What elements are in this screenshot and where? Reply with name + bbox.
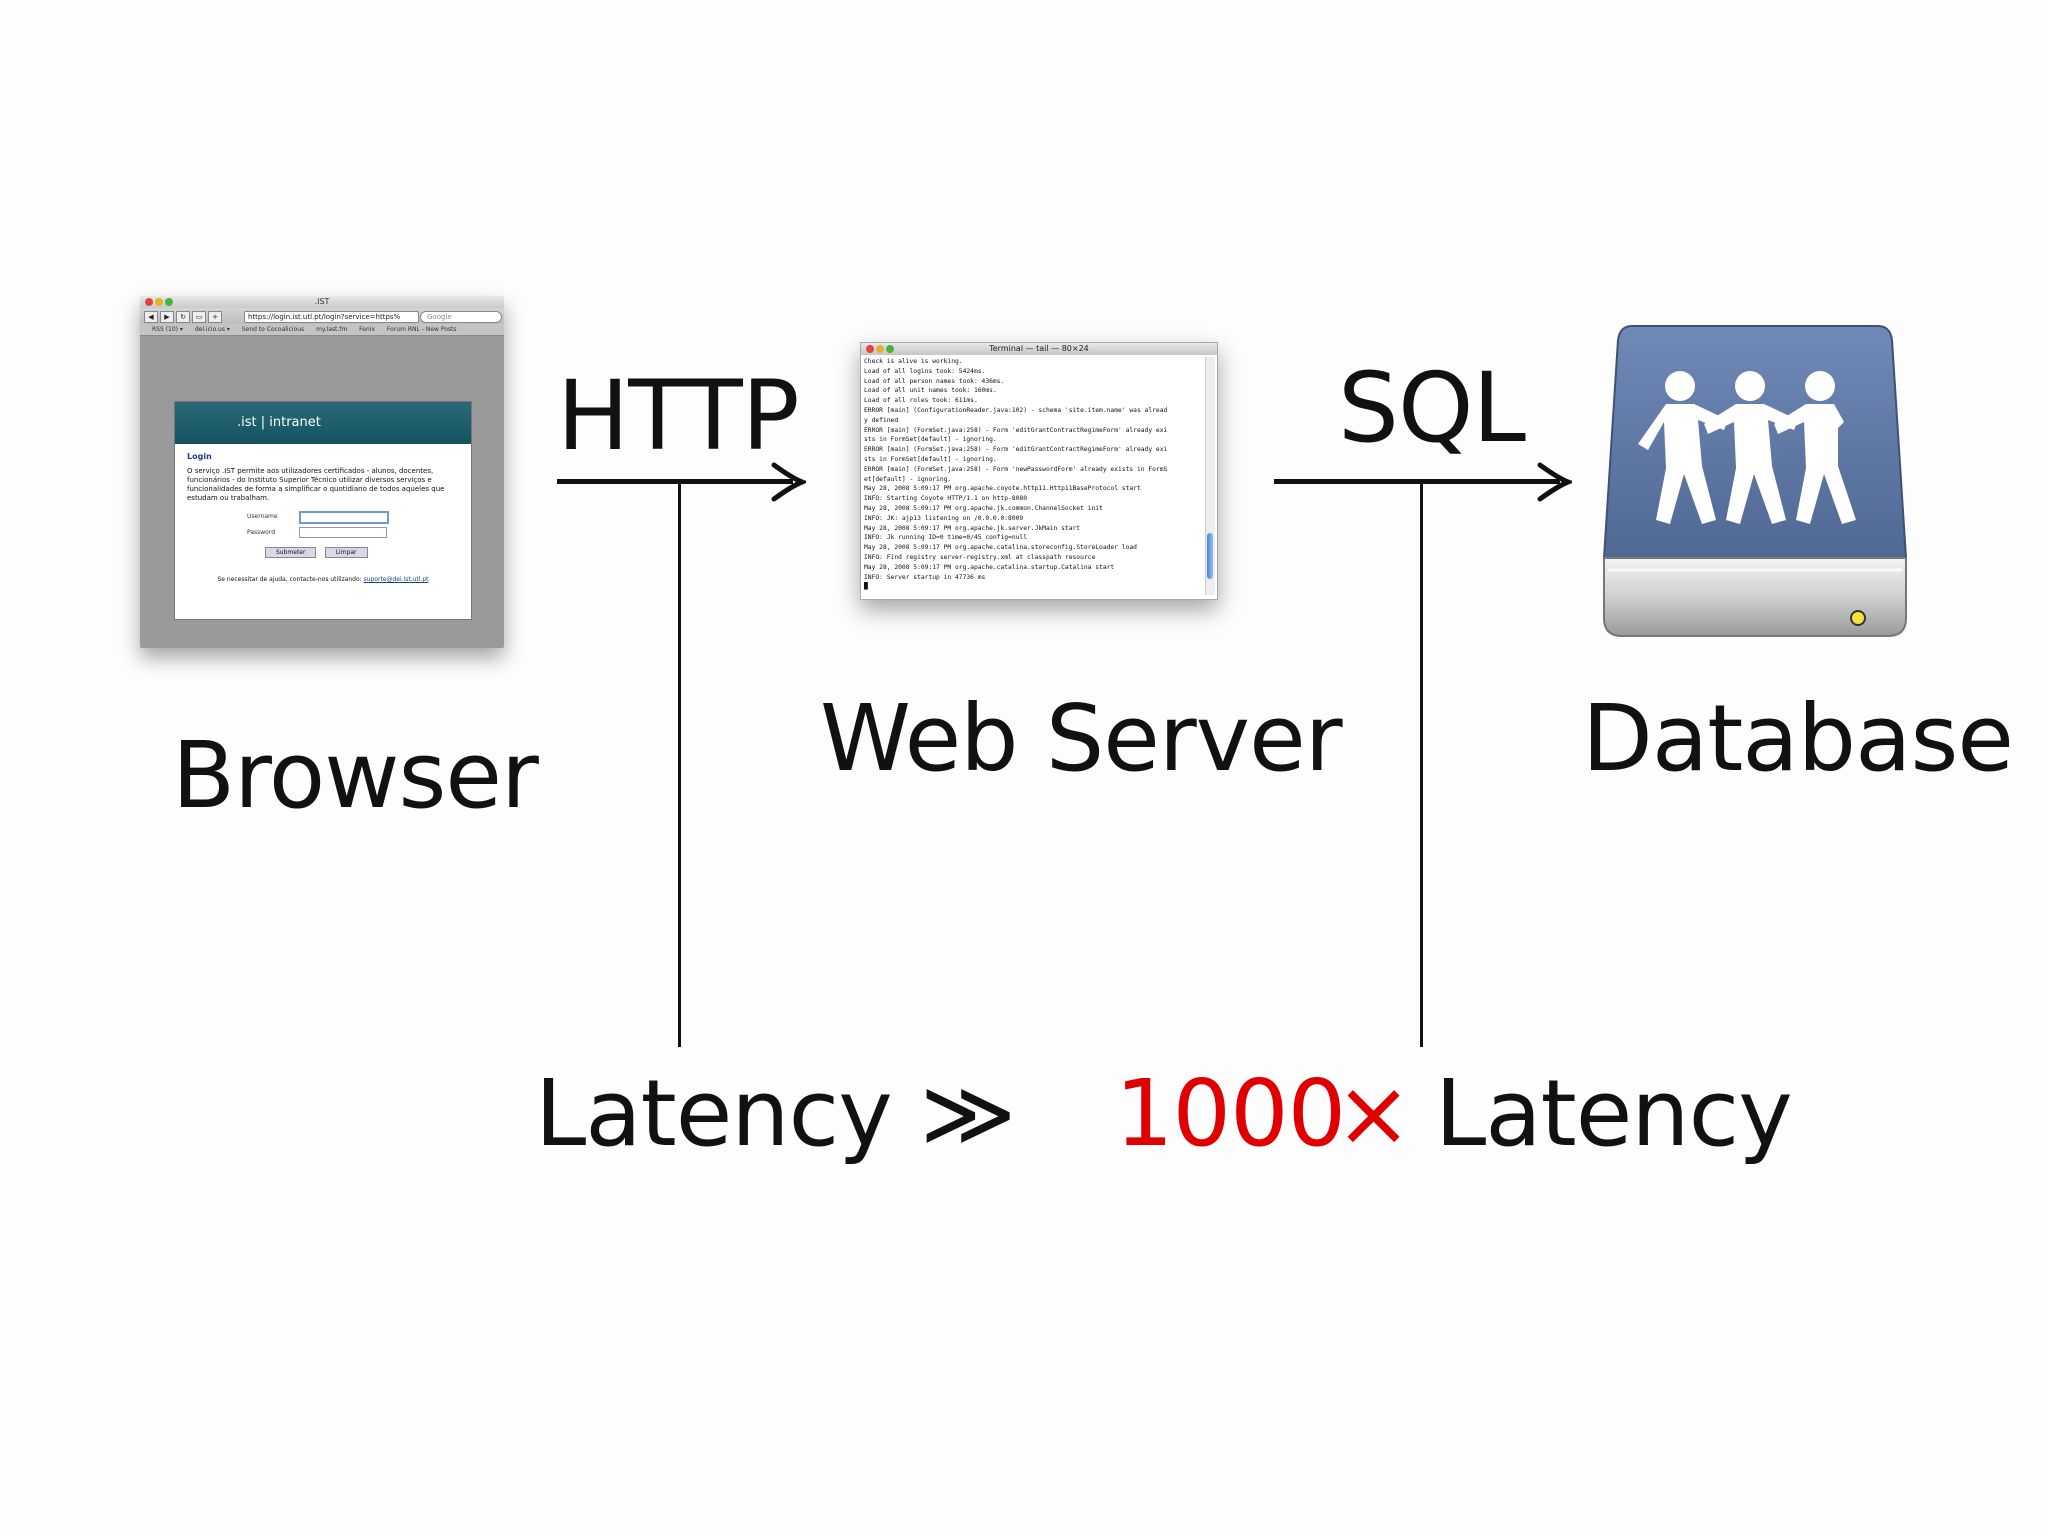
terminal-line: INFO: Starting Coyote HTTP/1.1 on http-8… [864,495,1028,503]
sql-arrowhead-icon [1537,462,1572,502]
terminal-line: Load of all person names took: 436ms. [864,377,1005,385]
login-header: .ist | intranet [175,402,471,444]
equation-right-latency: Latency [1435,1060,1793,1167]
search-field: Google [420,311,502,323]
login-footer: Se necessitar de ajuda, contacte-nos uti… [187,576,459,583]
browser-label: Browser [172,722,539,829]
minimize-dot-icon [155,298,163,306]
equation-much-greater: ≫ [920,1060,1016,1167]
people-icon [1638,371,1856,524]
password-row: Password [187,527,459,543]
terminal-line: INFO: Server startup in 47736 ms [864,573,986,581]
terminal-line: sts in FormSet[default] - ignoring. [864,455,997,463]
username-label: Username [247,513,278,520]
database-drive-icon [1602,325,1908,637]
browser-titlebar: .IST [140,296,504,308]
bookmark-item: Fenix [359,326,375,333]
password-label: Password [247,529,276,536]
terminal-line: May 28, 2008 5:09:17 PM org.apache.jk.se… [864,524,1081,532]
http-label: HTTP [557,360,800,472]
login-card: .ist | intranet Login O serviço .IST per… [174,401,472,620]
terminal-line: Check is alive is working. [864,358,963,365]
terminal-line: Load of all unit names took: 160ms. [864,387,997,395]
minimize-dot-icon [876,345,884,353]
http-arrowhead-icon [771,462,806,502]
terminal-title: Terminal — tail — 80×24 [989,344,1089,353]
sql-label: SQL [1338,352,1526,464]
terminal-line: May 28, 2008 5:09:17 PM org.apache.catal… [864,544,1137,552]
login-body: Login O serviço .IST permite aos utiliza… [175,444,471,591]
terminal-line: INFO: Jk running ID=0 time=0/45 config=n… [864,534,1028,542]
bookmarks-bar: RSS (10) ▾ del.icio.us ▾ Send to Cocoali… [140,324,504,336]
bookmark-item: del.icio.us ▾ [194,326,230,333]
terminal-line: ERROR [main] (FormSet.java:258) - Form '… [864,426,1168,434]
username-input [299,511,389,524]
database-label: Database [1582,685,2014,792]
login-buttons: Submeter Limpar [187,547,459,558]
terminal-line: INFO: Find registry server-registry.xml … [864,553,1096,561]
terminal-scrollbar [1205,357,1215,595]
footer-text: Se necessitar de ajuda, contacte-nos uti… [217,576,362,583]
close-dot-icon [866,345,874,353]
bookmark-item: RSS (10) ▾ [152,326,183,333]
terminal-output: Check is alive is working. Load of all lo… [861,355,1217,592]
terminal-line: Load of all logins took: 5424ms. [864,367,986,375]
login-title: Login [187,452,212,461]
clear-button: Limpar [324,547,368,558]
username-row: Username [187,511,459,527]
add-icon: + [208,311,222,323]
sql-arrow-shaft [1274,479,1560,484]
password-input [299,527,387,538]
terminal-titlebar: Terminal — tail — 80×24 [861,343,1217,355]
zoom-dot-icon [886,345,894,353]
terminal-line: May 28, 2008 5:09:17 PM org.apache.coyot… [864,485,1141,493]
equation-left-latency: Latency [535,1060,893,1167]
support-link: suporte@dei.ist.utl.pt [363,576,429,583]
window-controls [145,298,175,310]
terminal-window-thumbnail: Terminal — tail — 80×24 Check is alive i… [860,342,1218,600]
terminal-line: May 28, 2008 5:09:17 PM org.apache.catal… [864,563,1115,571]
login-text: O serviço .IST permite aos utilizadores … [187,467,445,502]
browser-window-thumbnail: .IST ◀▶↻▭+ https://login.ist.utl.pt/logi… [140,296,504,648]
web-server-label: Web Server [820,685,1343,792]
http-latency-line [678,481,681,1047]
equation-factor: 1000 [1115,1060,1346,1167]
http-arrow-shaft [557,479,793,484]
bookmark-item: Forum RNL - New Posts [386,326,457,333]
scrollbar-thumb [1207,533,1213,579]
sql-latency-line [1420,481,1423,1047]
nav-buttons: ◀▶↻▭+ [144,311,224,323]
bookmark-item: my.last.fm [316,326,348,333]
terminal-line: INFO: JK: ajp13 listening on /0.0.0.0:80… [864,514,1024,522]
equation-times: × [1335,1060,1412,1167]
terminal-line: y defined [864,416,899,424]
terminal-line: ERROR [main] (FormSet.java:258) - Form '… [864,465,1168,473]
url-field: https://login.ist.utl.pt/login?service=h… [244,311,419,323]
close-dot-icon [145,298,153,306]
back-icon: ◀ [144,311,158,323]
browser-toolbar: ◀▶↻▭+ https://login.ist.utl.pt/login?ser… [140,308,504,324]
reload-icon: ↻ [176,311,190,323]
terminal-line: ERROR [main] (FormSet.java:258) - Form '… [864,446,1168,454]
window-controls [866,345,896,357]
terminal-line: May 28, 2008 5:09:17 PM org.apache.jk.co… [864,504,1103,512]
terminal-line: ERROR [main] (ConfigurationReader.java:1… [864,406,1168,414]
zoom-dot-icon [165,298,173,306]
terminal-line: Load of all roles took: 611ms. [864,397,978,405]
browser-title: .IST [314,297,330,306]
forward-icon: ▶ [160,311,174,323]
bookmark-item: Send to Cocoalicious [241,326,305,333]
terminal-line: sts in FormSet[default] - ignoring. [864,436,997,444]
terminal-line: et[default] - ignoring. [864,475,952,483]
submit-button: Submeter [265,547,317,558]
terminal-line: █ [864,583,868,591]
bookmark-icon: ▭ [192,311,206,323]
